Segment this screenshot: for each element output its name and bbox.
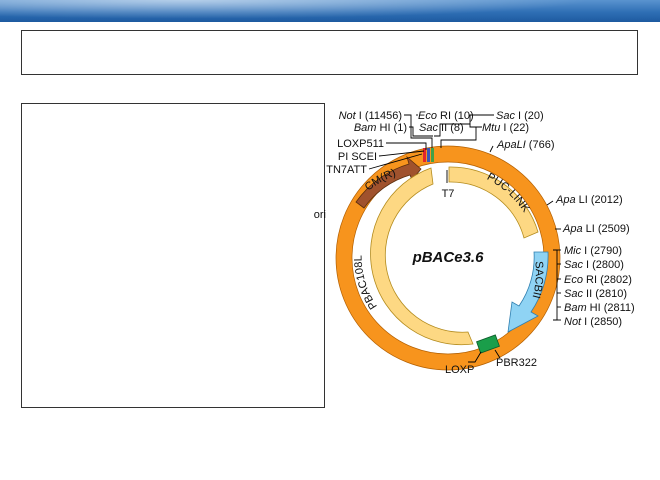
bracket-site-bamhi: Bam HI (2811): [564, 302, 635, 314]
tn7att-mark: [431, 148, 434, 162]
top-site-saci: Sac I (20): [496, 110, 544, 122]
bracket-site-ecori: Eco RI (2802): [564, 274, 632, 286]
right-site-apali-2509-position: LI (2509): [583, 223, 630, 235]
bracket-site-mici-enzyme: Mic: [564, 245, 582, 257]
header-banner-glow: [0, 0, 660, 22]
t7-label: T7: [442, 188, 455, 200]
top-site-sacii-position: II (8): [438, 122, 464, 134]
top-site-saci-enzyme: Sac: [496, 110, 515, 122]
loxp511-label: LOXP511: [337, 138, 384, 150]
svg-text:Bam HI (1): Bam HI (1): [354, 122, 407, 134]
right-site-apali-766: ApaLI (766): [496, 139, 555, 151]
left-label-leaders: [368, 142, 427, 170]
plasmid-backbone-outer-edge: [335, 145, 561, 371]
right-site-apali-766-position: (766): [526, 139, 555, 151]
right-site-apali-2012-position: LI (2012): [576, 194, 623, 206]
top-site-bam: Bam HI (1): [354, 122, 407, 134]
bracket-site-ecori-position: RI (2802): [583, 274, 632, 286]
bracket-site-sacii-enzyme: Sac: [564, 288, 583, 300]
bracket-site-sacii: Sac II (2810): [564, 288, 627, 300]
top-site-bam-position: HI (1): [376, 122, 407, 134]
plasmid-backbone-ring: [336, 146, 560, 370]
top-site-sacii-enzyme: Sac: [419, 122, 438, 134]
loxp-box: [476, 334, 500, 354]
top-site-mtu-position: I (22): [500, 122, 529, 134]
top-site-not-enzyme: Not: [339, 110, 357, 122]
right-site-apali-2012-enzyme: Apa: [555, 194, 576, 206]
pi-scei-label: PI SCEI: [338, 151, 377, 163]
top-site-eco-position: RI (10): [437, 110, 474, 122]
tn7att-label: TN7ATT: [326, 164, 367, 176]
top-site-mtu: Mtu I (22): [482, 122, 529, 134]
pbac108l-arc: [370, 167, 474, 346]
bracket-site-saci-enzyme: Sac: [564, 259, 583, 271]
slide-content-placeholder[interactable]: [21, 103, 325, 408]
bracket-site-noti-enzyme: Not: [564, 316, 582, 328]
sacbii-feature-arrow: [507, 251, 549, 333]
pi-scei-mark: [427, 148, 430, 162]
top-site-eco-enzyme: Eco: [418, 110, 437, 122]
bracket-site-noti-position: I (2850): [581, 316, 622, 328]
top-site-sacii: Sac II (8): [419, 122, 464, 134]
puc-link-arc: [448, 166, 539, 239]
svg-text:Eco RI (10): Eco RI (10): [418, 110, 474, 122]
plasmid-name: pBACe3.6: [412, 249, 485, 266]
loxp511-mark: [423, 148, 426, 162]
right-site-apali-2012: Apa LI (2012): [555, 194, 623, 206]
bracket-site-noti: Not I (2850): [564, 316, 622, 328]
svg-text:Mtu I (22): Mtu I (22): [482, 122, 529, 134]
right-site-apali-2509: Apa LI (2509): [562, 223, 630, 235]
bracket-site-sacii-position: II (2810): [583, 288, 627, 300]
bracket-site-saci-position: I (2800): [583, 259, 624, 271]
pbr322-label: PBR322: [496, 357, 537, 369]
right-site-apali-766-enzyme: ApaLI: [496, 139, 526, 151]
bracket-site-bamhi-enzyme: Bam: [564, 302, 587, 314]
svg-text:Not I (11456): Not I (11456): [339, 110, 402, 122]
bracket-site-saci: Sac I (2800): [564, 259, 624, 271]
sacbii-feature-label: SACBII: [530, 261, 545, 300]
loxp-label: LOXP: [445, 364, 474, 376]
top-site-mtu-enzyme: Mtu: [482, 122, 500, 134]
svg-text:SACBII: SACBII: [530, 261, 545, 300]
top-site-saci-position: I (20): [515, 110, 544, 122]
top-site-not-position: I (11456): [356, 110, 402, 122]
right-site-apali-2509-enzyme: Apa: [562, 223, 583, 235]
plasmid-map: CM(R) PUC-LINK PBAC108L SACBII pBACe3.6 …: [314, 110, 635, 376]
apali-766-tick: [489, 145, 494, 153]
svg-text:Sac I (20): Sac I (20): [496, 110, 544, 122]
apali-2012-tick: [546, 200, 554, 206]
bracket-site-mici-position: I (2790): [581, 245, 622, 257]
bracket-site-mici: Mic I (2790): [564, 245, 622, 257]
top-site-not: Not I (11456): [339, 110, 402, 122]
top-site-bam-enzyme: Bam: [354, 122, 377, 134]
top-site-eco: Eco RI (10): [418, 110, 474, 122]
bracket-site-leaders: [553, 249, 561, 321]
top-site-leaders: [404, 114, 494, 148]
loxp-leader: [468, 351, 482, 363]
bracket-site-bamhi-position: HI (2811): [587, 302, 635, 314]
pbr322-leader: [494, 349, 501, 359]
bracket-site-ecori-enzyme: Eco: [564, 274, 583, 286]
slide-title-placeholder[interactable]: [21, 30, 638, 75]
ori-label: ori: [314, 209, 326, 221]
svg-text:Sac II (8): Sac II (8): [419, 122, 464, 134]
